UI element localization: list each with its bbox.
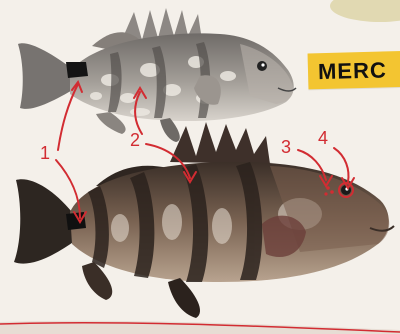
banner: MERC: [308, 51, 400, 90]
banner-text: MERC: [318, 57, 387, 85]
red-dot-3: [324, 192, 327, 195]
callout-label-3: 3: [281, 138, 291, 156]
callout-label-2: 2: [130, 131, 140, 149]
callout-label-4: 4: [318, 129, 328, 147]
red-dot-2: [330, 190, 334, 194]
callout-label-1: 1: [40, 144, 50, 162]
top-fish-black-saddle: [66, 62, 88, 78]
red-dot-1: [326, 186, 330, 190]
